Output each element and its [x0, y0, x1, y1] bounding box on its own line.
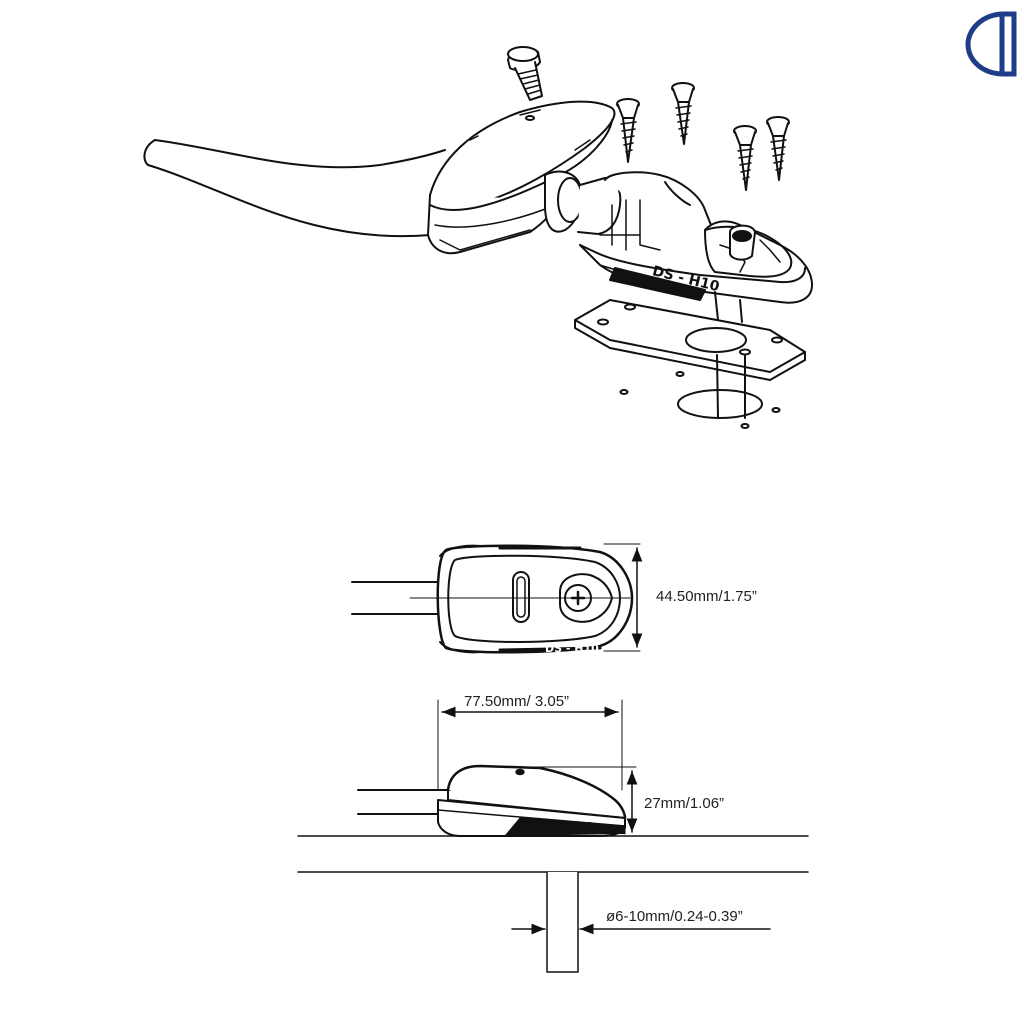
screw-4 [766, 116, 790, 181]
cover-housing [427, 100, 616, 255]
dimension-length: 77.50mm/ 3.05” [464, 693, 569, 710]
hinge-bolt [507, 46, 543, 101]
dimension-cable-diameter: ø6-10mm/0.24-0.39” [606, 908, 743, 925]
screw-1 [616, 98, 640, 163]
cable [143, 139, 456, 238]
model-label-side: DS - H10 [540, 820, 594, 833]
screw-3 [733, 125, 757, 191]
hinge-joint [544, 170, 622, 235]
exploded-view: DS - H10 [143, 46, 813, 429]
mounting-plate [574, 299, 806, 381]
hull-hole [619, 371, 781, 429]
cable-down [714, 291, 743, 323]
brand-logo [965, 11, 1017, 77]
screw-2 [671, 82, 695, 145]
base-body [579, 171, 813, 304]
cable-below-plate [716, 354, 746, 419]
dimension-height-top: 44.50mm/1.75” [656, 588, 757, 605]
model-label-top: DS - H10 [545, 642, 599, 655]
dimension-height-side: 27mm/1.06” [644, 795, 724, 812]
top-view [351, 543, 643, 654]
side-view [297, 699, 809, 973]
